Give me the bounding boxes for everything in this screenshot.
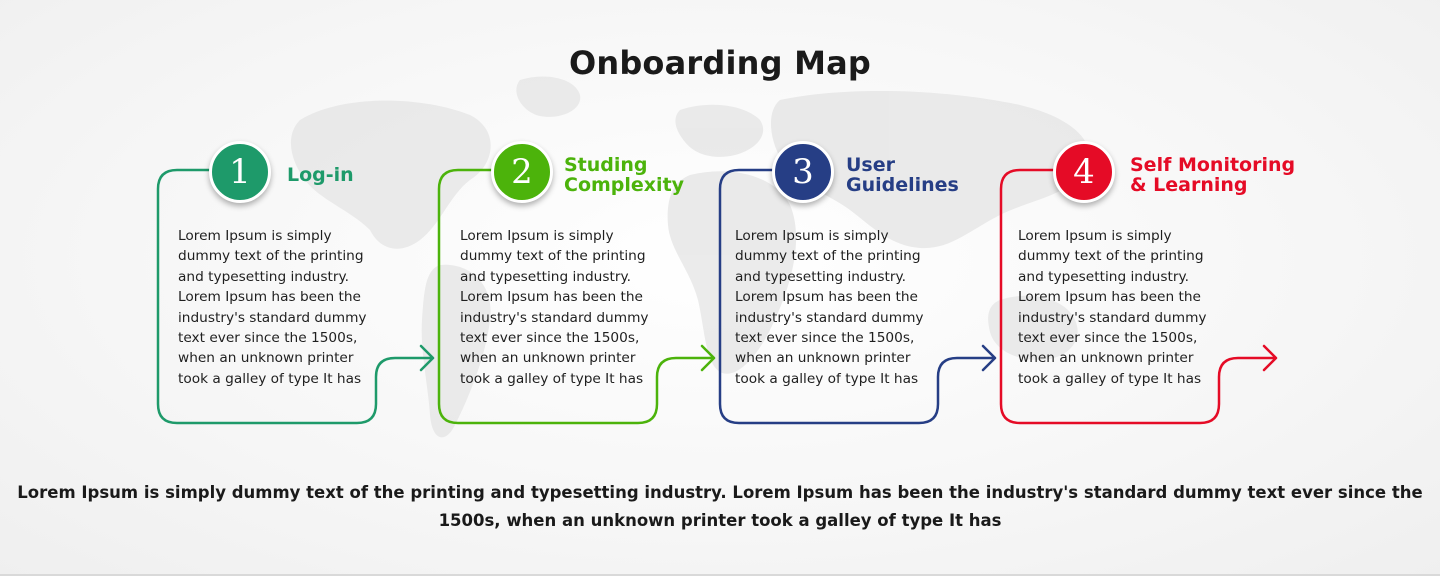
bottom-divider [0, 574, 1440, 576]
map-greenland [516, 76, 581, 117]
step-2-frame [437, 168, 716, 425]
step-4-description: Lorem Ipsum is simply dummy text of the … [1018, 228, 1207, 387]
map-europe [675, 104, 764, 157]
step-3-description: Lorem Ipsum is simply dummy text of the … [735, 228, 924, 387]
page-title: Onboarding Map [568, 44, 872, 82]
step-2-number-badge: 2 [491, 141, 553, 203]
step-3-number-badge: 3 [772, 141, 834, 203]
step-1-title: Log-in [287, 164, 354, 186]
step-3-frame [718, 168, 997, 425]
step-1-number-badge: 1 [209, 141, 271, 203]
step-4-title: Self Monitoring & Learning [1130, 154, 1296, 196]
step-2-title: Studing Complexity [564, 154, 685, 196]
map-australia [988, 295, 1078, 360]
step-1-description: Lorem Ipsum is simply dummy text of the … [178, 228, 367, 387]
step-3-title: User Guidelines [846, 154, 959, 196]
map-asia [770, 90, 1090, 249]
step-4-number-badge: 4 [1053, 141, 1115, 203]
map-north-america [290, 100, 491, 249]
step-4-frame [999, 168, 1278, 425]
step-2-description: Lorem Ipsum is simply dummy text of the … [460, 228, 649, 387]
step-1-frame [156, 168, 435, 425]
footer-description: Lorem Ipsum is simply dummy text of the … [17, 483, 1423, 530]
map-africa [667, 171, 797, 374]
